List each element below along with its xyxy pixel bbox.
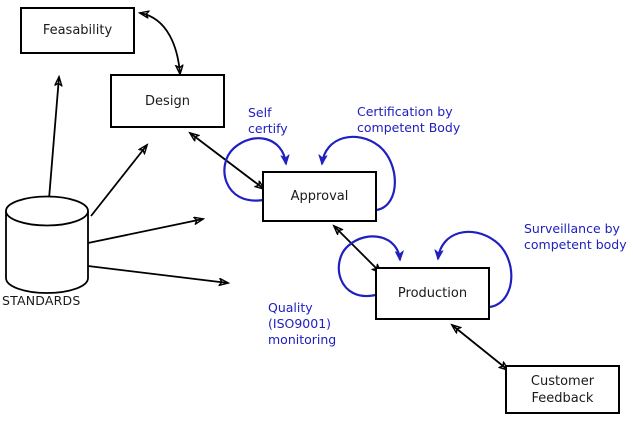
label-self-certify: Self certify: [248, 105, 288, 136]
connector-standards-to-design: [90, 145, 147, 217]
node-production-label: Production: [397, 286, 468, 301]
loop-surveillance-competent-body: [438, 230, 513, 309]
loop-self-certify: [223, 137, 286, 202]
loop-certification-competent-body: [322, 135, 396, 212]
connector-standards-to-production: [87, 265, 228, 283]
label-certification-by-competent-body: Certification by competent Body: [357, 104, 461, 135]
node-customer-feedback-label: Customer Feedback: [530, 373, 595, 406]
node-feasability-label: Feasability: [42, 23, 113, 38]
node-design[interactable]: Design: [110, 74, 225, 128]
node-feasability[interactable]: Feasability: [20, 7, 135, 54]
connector-standards-to-approval: [87, 219, 203, 244]
connector-design-to-feasability: [140, 13, 180, 74]
label-quality-iso9001-monitoring: Quality (ISO9001) monitoring: [268, 300, 337, 347]
standards-cylinder: [5, 195, 89, 294]
label-surveillance-by-competent-body: Surveillance by competent body: [524, 221, 627, 252]
connector-production-to-customer-feedback: [452, 325, 508, 370]
connector-standards-to-feasability: [48, 77, 59, 200]
node-customer-feedback[interactable]: Customer Feedback: [505, 365, 620, 414]
node-standards-label: STANDARDS: [2, 293, 81, 308]
loop-quality-monitoring: [337, 235, 400, 298]
node-production[interactable]: Production: [375, 267, 490, 320]
node-approval[interactable]: Approval: [262, 171, 377, 222]
node-approval-label: Approval: [290, 189, 349, 204]
connector-approval-to-production: [334, 226, 381, 273]
connector-approval-to-design: [190, 133, 264, 189]
node-design-label: Design: [145, 93, 190, 109]
